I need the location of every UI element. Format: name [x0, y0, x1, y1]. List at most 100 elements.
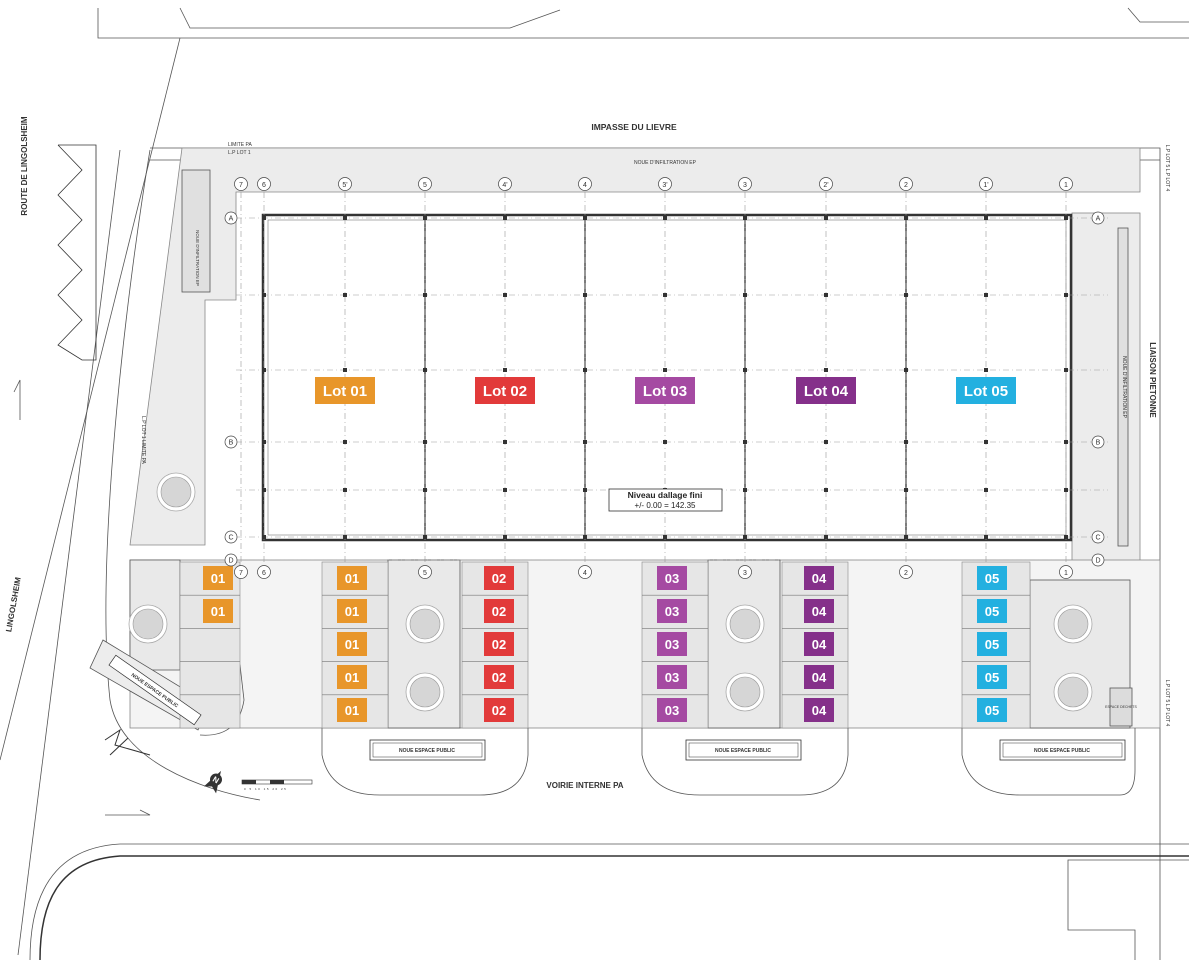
column-marker — [503, 488, 507, 492]
column-marker — [743, 216, 747, 220]
column-marker — [824, 368, 828, 372]
column-marker — [1064, 216, 1068, 220]
axis-label-side: C — [228, 535, 233, 542]
parking-badge — [484, 599, 514, 623]
axis-bubble-top — [658, 177, 672, 191]
road-liaison-label: LIAISON PIETONNE — [1148, 342, 1157, 418]
column-marker — [423, 293, 427, 297]
limite-pa-label: LIMITE PA — [228, 142, 252, 148]
axis-label-side: D — [228, 558, 233, 565]
tree-canopy — [409, 608, 441, 640]
column-marker — [663, 535, 667, 539]
parking-badge — [484, 698, 514, 722]
parking-badge — [977, 698, 1007, 722]
axis-label-top: 4' — [502, 182, 507, 189]
axis-bubble-top — [257, 177, 271, 191]
column-marker — [984, 216, 988, 220]
axis-bubble-bottom — [257, 565, 271, 579]
column-marker — [743, 440, 747, 444]
axis-bubble-top — [819, 177, 833, 191]
column-marker — [663, 368, 667, 372]
parking-badge-label: 03 — [665, 703, 679, 718]
axis-label-top: 4 — [583, 182, 587, 189]
axis-bubble-top — [498, 177, 512, 191]
parking-badge — [484, 566, 514, 590]
axis-label-top: 3' — [662, 182, 667, 189]
parking-badge — [804, 599, 834, 623]
column-marker — [904, 216, 908, 220]
axis-label-bottom: 6 — [262, 570, 266, 577]
road-impasse-label: IMPASSE DU LIEVRE — [591, 122, 677, 132]
axis-bubble-bottom — [578, 565, 592, 579]
column-marker — [583, 368, 587, 372]
road-route-lower-label: LINGOLSHEIM — [4, 576, 23, 633]
column-marker — [343, 535, 347, 539]
axis-label-top: 7 — [239, 182, 243, 189]
svg-text:0 5 10 15 20 25: 0 5 10 15 20 25 — [244, 787, 287, 791]
axis-bubble-side — [224, 553, 238, 567]
axis-bubble-top — [418, 177, 432, 191]
axis-label-bottom: 5 — [423, 570, 427, 577]
column-marker — [343, 488, 347, 492]
axis-bubble-top — [338, 177, 352, 191]
parking-badge — [977, 665, 1007, 689]
parking-badge — [203, 599, 233, 623]
tree-canopy — [132, 608, 164, 640]
noue-top-label: NOUE D'INFILTRATION EP — [634, 160, 697, 166]
column-marker — [984, 488, 988, 492]
noue-espace-public-label-3: NOUE ESPACE PUBLIC — [1034, 748, 1090, 754]
parking-badge-label: 02 — [492, 703, 506, 718]
scale-bar: 0 5 10 15 20 25 — [241, 779, 313, 791]
axis-label-bottom: 7 — [239, 570, 243, 577]
level-value: +/- 0.00 = 142.35 — [635, 501, 696, 510]
parking-badge — [203, 566, 233, 590]
parking-badge — [977, 566, 1007, 590]
parking-badge — [337, 665, 367, 689]
column-marker — [503, 535, 507, 539]
parking-badge — [657, 566, 687, 590]
parking-badge — [657, 698, 687, 722]
parking-badge-label: 01 — [211, 604, 225, 619]
lp-lot1-label: L.P LOT 1 — [228, 150, 251, 156]
structural-grid — [236, 192, 1108, 578]
turning-arrows-icon — [104, 728, 151, 756]
parking-badge-label: 04 — [812, 703, 827, 718]
column-marker — [423, 368, 427, 372]
column-marker — [824, 216, 828, 220]
lot-label-text: Lot 01 — [323, 383, 367, 400]
axis-label-top: 3 — [743, 182, 747, 189]
parking-badge-label: 04 — [812, 604, 827, 619]
noue-espace-public-box-4 — [108, 654, 202, 726]
axis-bubble-side — [1091, 530, 1105, 544]
axis-bubble-side — [224, 211, 238, 225]
column-marker — [984, 368, 988, 372]
axis-label-top: 6 — [262, 182, 266, 189]
column-marker — [262, 440, 266, 444]
axis-label-side: C — [1095, 535, 1100, 542]
tree-canopy — [1057, 608, 1089, 640]
noue-right-label: NOUE D'INFILTRATION EP — [1121, 356, 1127, 419]
level-box — [608, 488, 723, 512]
axis-label-bottom: 4 — [583, 570, 587, 577]
lot-label-badge — [956, 377, 1016, 404]
lot-label-text: Lot 05 — [964, 383, 1008, 400]
column-marker — [583, 440, 587, 444]
parking-badge — [804, 698, 834, 722]
column-marker — [583, 216, 587, 220]
parking-badge-label: 04 — [812, 637, 827, 652]
axis-label-top: 2 — [904, 182, 908, 189]
lot-label-badge — [475, 377, 535, 404]
column-marker — [824, 293, 828, 297]
column-marker — [743, 535, 747, 539]
axis-bubble-side — [224, 435, 238, 449]
column-marker — [423, 440, 427, 444]
column-marker — [984, 293, 988, 297]
parking-badge — [804, 665, 834, 689]
north-arrow-icon: N — [203, 770, 222, 794]
axis-bubble-side — [224, 530, 238, 544]
noue-espace-public-label-1: NOUE ESPACE PUBLIC — [399, 748, 455, 754]
parking-badge-label: 04 — [812, 670, 827, 685]
parking-badge-label: 05 — [985, 571, 999, 586]
